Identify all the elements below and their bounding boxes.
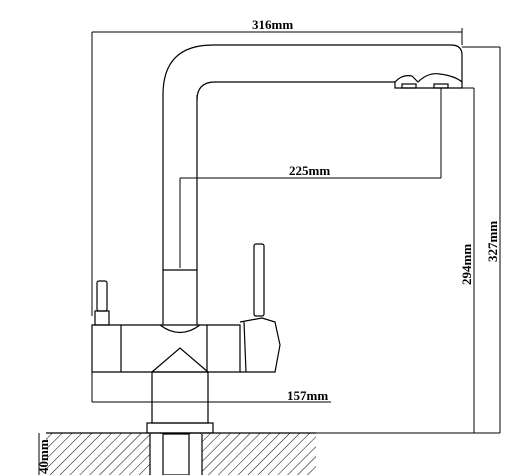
countertop-section xyxy=(46,432,316,475)
faucet-outline xyxy=(91,44,463,434)
dimension-body-offset xyxy=(91,372,331,403)
base-neck xyxy=(151,371,209,424)
spout-arc xyxy=(162,44,463,96)
label-overall-height: 327mm xyxy=(485,221,500,262)
dimension-spout-height xyxy=(462,87,475,433)
right-lever xyxy=(253,243,265,317)
spout-tip xyxy=(394,73,463,89)
dimension-overall-width xyxy=(91,28,463,316)
dimension-spout-reach xyxy=(179,88,442,268)
label-deck-thickness: 40mm xyxy=(36,439,51,474)
valve-body xyxy=(91,324,241,373)
base-flange xyxy=(146,422,214,434)
left-lever xyxy=(96,280,108,312)
label-spout-reach: 225mm xyxy=(289,163,330,178)
right-cartridge xyxy=(239,317,281,373)
label-overall-width: 316mm xyxy=(252,17,293,32)
label-spout-height: 294mm xyxy=(459,244,474,285)
dimension-overall-height xyxy=(316,46,501,434)
label-body-offset: 157mm xyxy=(287,388,328,403)
